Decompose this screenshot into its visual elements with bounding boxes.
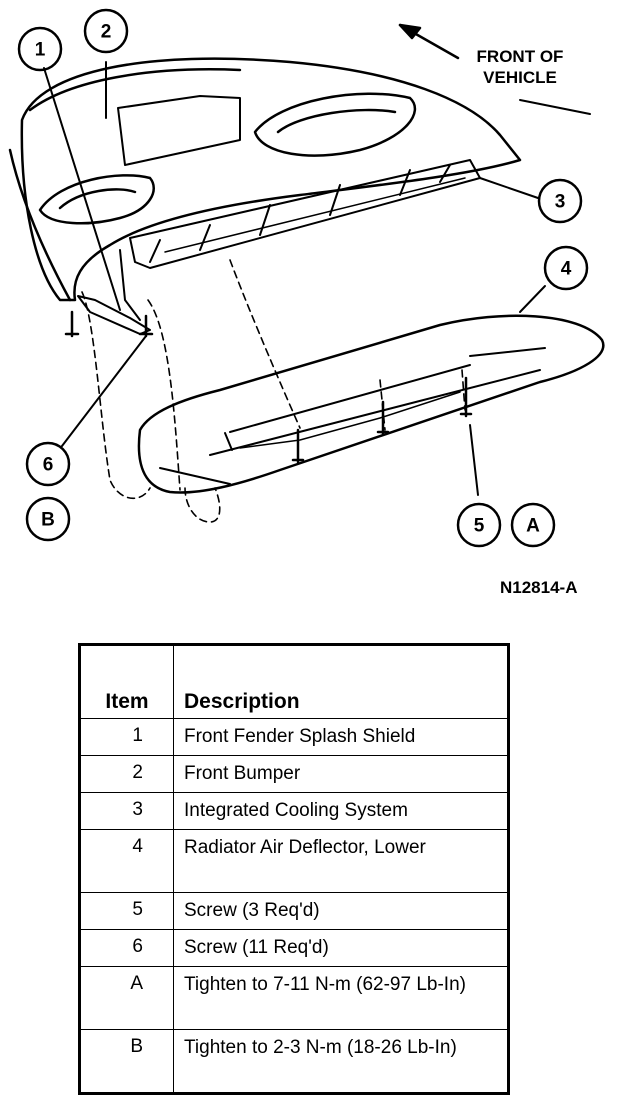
callout-3-label: 3 (555, 192, 566, 213)
table-row: A Tighten to 7-11 N-m (62-97 Lb-In) (79, 966, 509, 1030)
table-row: 4 Radiator Air Deflector, Lower (79, 829, 509, 893)
item-number: 3 (79, 792, 174, 830)
front-of-vehicle-label-line1: FRONT OF (477, 47, 564, 66)
item-description: Tighten to 2-3 N-m (18-26 Lb-In) (173, 1029, 509, 1094)
callout-4-circle (543, 245, 589, 291)
callout-B-label: B (41, 510, 55, 531)
item-description: Integrated Cooling System (173, 792, 509, 830)
item-number: 5 (79, 892, 174, 930)
table-row: 5 Screw (3 Req'd) (79, 892, 509, 930)
callout-6-label: 6 (43, 455, 54, 476)
callout-2-circle (83, 8, 129, 54)
callout-5-circle (456, 502, 502, 548)
callout-2-label: 2 (101, 22, 112, 43)
item-description: Tighten to 7-11 N-m (62-97 Lb-In) (173, 966, 509, 1030)
exploded-assembly-diagram: 1 2 3 4 5 A 6 B FRONT OF VEHICLE (8, 8, 605, 548)
screw-mid (138, 314, 154, 338)
left-lamp (38, 174, 155, 225)
item-description: Screw (11 Req'd) (173, 929, 509, 967)
table-row: B Tighten to 2-3 N-m (18-26 Lb-In) (79, 1029, 509, 1094)
callout-1-circle (17, 26, 63, 72)
item-description: Front Fender Splash Shield (173, 718, 509, 756)
figure-id: N12814-A (500, 578, 578, 597)
callout-3-circle (537, 178, 583, 224)
radiator-air-deflector (137, 314, 605, 494)
callout-A-circle (510, 502, 556, 548)
table-row: 3 Integrated Cooling System (79, 792, 509, 830)
callout-4-label: 4 (561, 259, 572, 280)
column-header-description: Description (173, 644, 509, 719)
item-number: 1 (79, 718, 174, 756)
callout-6-circle (25, 441, 71, 487)
front-bumper-outline (20, 57, 522, 302)
screw-deflector-3 (459, 376, 473, 418)
screw-deflector-1 (291, 428, 305, 464)
callout-B-circle (25, 496, 71, 542)
table-row: 1 Front Fender Splash Shield (79, 718, 509, 756)
callout-1-label: 1 (35, 40, 46, 61)
item-number: 4 (79, 829, 174, 893)
column-header-item: Item (79, 644, 174, 719)
table-row: 2 Front Bumper (79, 755, 509, 793)
table-header-row: Item Description (79, 644, 509, 719)
item-description: Front Bumper (173, 755, 509, 793)
cooling-system (129, 159, 481, 269)
item-description: Screw (3 Req'd) (173, 892, 509, 930)
splash-shield (77, 295, 151, 335)
item-number: 2 (79, 755, 174, 793)
right-lamp (253, 92, 417, 157)
item-description: Radiator Air Deflector, Lower (173, 829, 509, 893)
callout-5-label: 5 (474, 516, 485, 537)
screw-deflector-2 (376, 400, 390, 436)
table-row: 6 Screw (11 Req'd) (79, 929, 509, 967)
callout-A-label: A (526, 516, 540, 537)
item-number: A (79, 966, 174, 1030)
item-number: 6 (79, 929, 174, 967)
screw-left (64, 310, 80, 338)
parts-legend-table: Item Description 1 Front Fender Splash S… (78, 643, 510, 1095)
front-of-vehicle-label-line2: VEHICLE (483, 68, 557, 87)
